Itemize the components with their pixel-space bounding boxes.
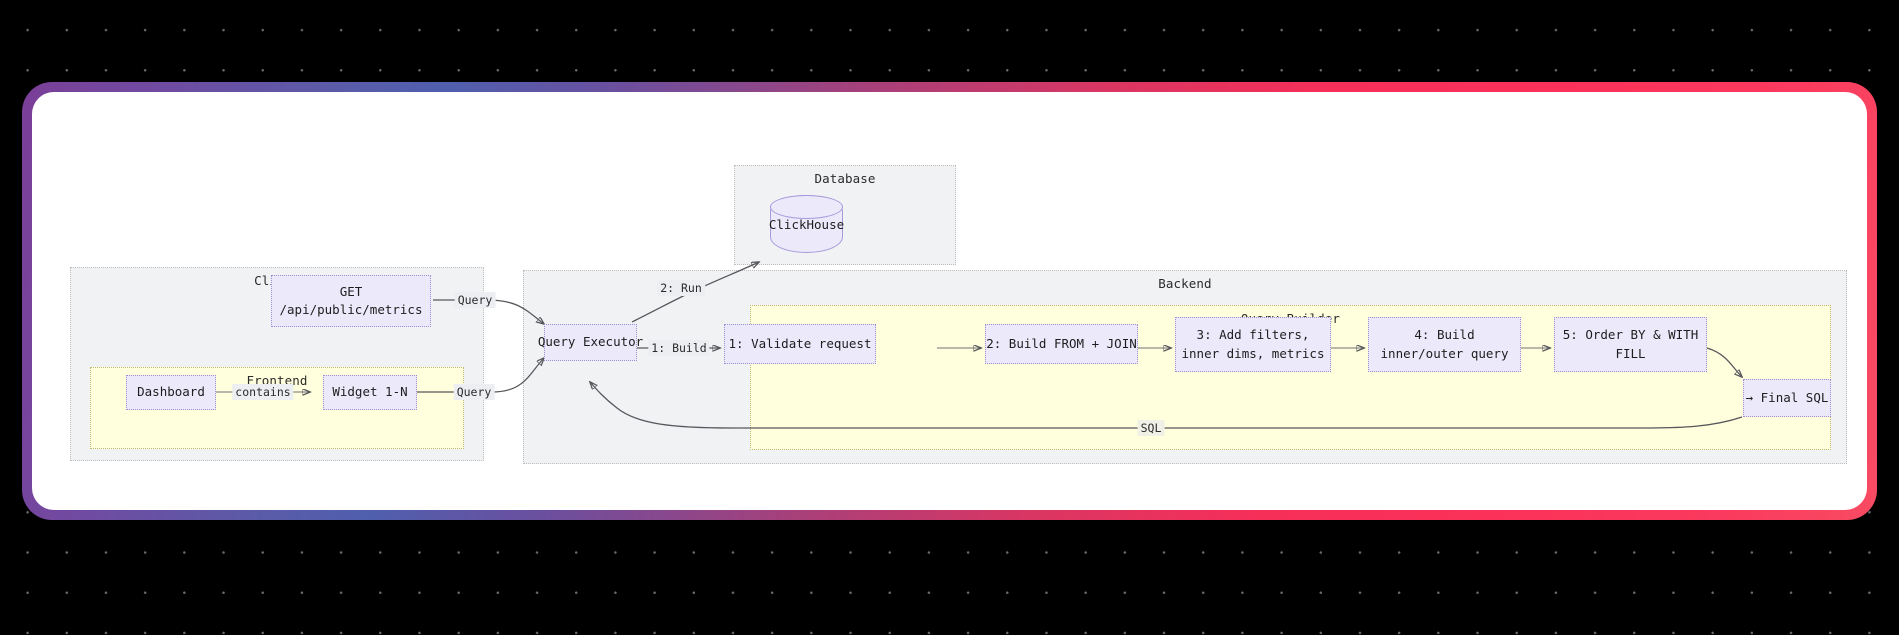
node-get-endpoint-path: /api/public/metrics (279, 302, 423, 317)
node-step2-label: 2: Build FROM + JOIN (986, 335, 1137, 351)
node-step1-label: 1: Validate request (728, 335, 872, 351)
node-step3-line2: inner dims, metrics (1181, 345, 1325, 361)
node-query-executor[interactable]: Query Executor (538, 324, 643, 361)
edge-label-sql: SQL (1137, 420, 1165, 436)
node-widget-label: Widget 1-N (332, 384, 408, 400)
node-clickhouse[interactable]: ClickHouse (768, 195, 845, 253)
node-step4[interactable]: 4: Build inner/outer query (1368, 317, 1521, 372)
node-clickhouse-label: ClickHouse (768, 216, 845, 232)
edge-label-contains: contains (232, 384, 294, 400)
edge-label-build: 1: Build (648, 340, 710, 356)
node-step4-line1: 4: Build (1414, 327, 1475, 343)
node-step5[interactable]: 5: Order BY & WITH FILL (1554, 317, 1707, 372)
diagram-canvas: Database Client Frontend Backend Query B… (32, 92, 1867, 510)
node-step1[interactable]: 1: Validate request (724, 324, 876, 364)
node-step5-line1: 5: Order BY & WITH (1562, 327, 1699, 343)
node-step2[interactable]: 2: Build FROM + JOIN (985, 324, 1138, 364)
node-step3-line1: 3: Add filters, (1196, 327, 1310, 343)
group-database: Database (734, 165, 956, 265)
edge-label-query-widget: Query (453, 384, 495, 400)
group-database-title: Database (814, 171, 876, 186)
node-get-endpoint-method: GET (339, 283, 363, 299)
node-step5-line2: FILL (1615, 345, 1646, 361)
node-step3[interactable]: 3: Add filters, inner dims, metrics (1175, 317, 1331, 372)
edge-label-run: 2: Run (657, 280, 705, 296)
node-step4-line2: inner/outer query (1380, 345, 1509, 361)
node-dashboard-label: Dashboard (137, 384, 205, 400)
edge-label-query-get: Query (454, 292, 496, 308)
node-dashboard[interactable]: Dashboard (126, 375, 216, 410)
node-query-executor-label: Query Executor (537, 334, 644, 350)
node-get-endpoint[interactable]: GET /api/public/metrics (271, 275, 431, 327)
node-final-sql-label: → Final SQL (1745, 389, 1829, 405)
group-backend-title: Backend (1158, 276, 1212, 291)
node-widget[interactable]: Widget 1-N (323, 375, 417, 410)
node-final-sql[interactable]: → Final SQL (1743, 379, 1831, 417)
gradient-frame: Database Client Frontend Backend Query B… (22, 82, 1877, 520)
